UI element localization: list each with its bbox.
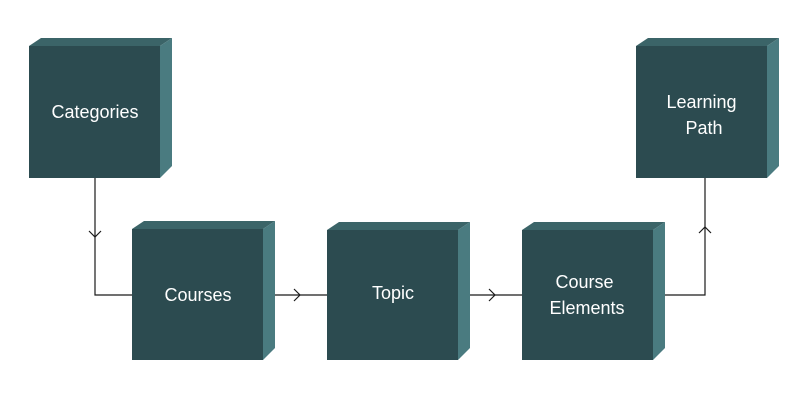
box-front-face	[522, 230, 653, 360]
box-top-face	[522, 222, 665, 230]
box-front-face	[29, 46, 160, 178]
node-label-categories: Categories	[51, 102, 138, 122]
node-categories: Categories	[29, 38, 172, 178]
box-side-face	[263, 221, 275, 360]
arrowhead-courses-topic	[293, 288, 301, 302]
node-topic: Topic	[327, 222, 470, 360]
node-learning-path: Learning Path	[636, 38, 779, 178]
box-front-face	[132, 229, 263, 360]
edge-categories-courses	[94, 178, 132, 296]
box-side-face	[653, 222, 665, 360]
arrowhead-course-elements-learning-path	[698, 226, 712, 234]
box-front-face	[327, 230, 458, 360]
box-side-face	[767, 38, 779, 178]
box-top-face	[327, 222, 470, 230]
node-course-elements: Course Elements	[522, 222, 665, 360]
connectors	[88, 178, 712, 302]
node-label-line: Topic	[372, 283, 414, 303]
node-label-line: Elements	[549, 298, 624, 318]
node-label-line: Course	[555, 272, 613, 292]
node-label-line: Courses	[164, 285, 231, 305]
box-top-face	[132, 221, 275, 229]
box-side-face	[160, 38, 172, 178]
arrowhead-topic-course-elements	[488, 288, 496, 302]
node-label-learning-path: Learning Path	[666, 92, 741, 138]
box-top-face	[636, 38, 779, 46]
box-front-face	[636, 46, 767, 178]
node-label-course-elements: Course Elements	[549, 272, 624, 318]
arrowhead-categories-courses	[88, 230, 102, 238]
node-label-courses: Courses	[164, 285, 231, 305]
node-label-line: Learning	[666, 92, 736, 112]
box-side-face	[458, 222, 470, 360]
node-label-line: Path	[685, 118, 722, 138]
edge-course-elements-learning-path	[665, 178, 706, 296]
node-courses: Courses	[132, 221, 275, 360]
node-label-topic: Topic	[372, 283, 414, 303]
box-top-face	[29, 38, 172, 46]
node-label-line: Categories	[51, 102, 138, 122]
